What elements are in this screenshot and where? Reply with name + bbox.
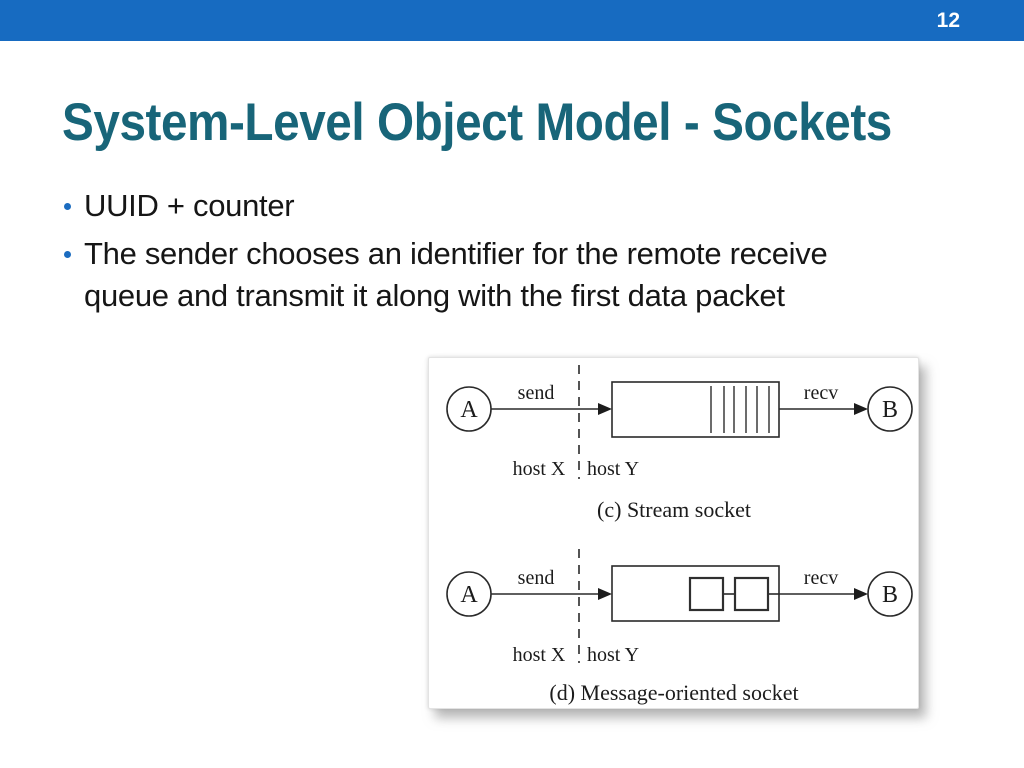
host-y-label: host Y xyxy=(587,458,639,480)
recv-label: recv xyxy=(804,382,838,404)
stream-socket-diagram: A send recv B h xyxy=(446,365,913,522)
node-b-label: B xyxy=(882,397,898,423)
host-x-label: host X xyxy=(513,644,566,666)
send-label: send xyxy=(518,567,555,589)
bullet-text-line: queue and transmit it along with the fir… xyxy=(84,278,785,313)
node-a-label: A xyxy=(460,397,478,423)
message-socket-diagram: A send recv B host X host Y xyxy=(446,549,913,705)
recv-arrowhead-icon xyxy=(854,588,868,600)
send-arrowhead-icon xyxy=(598,588,612,600)
bullet-list: UUID + counter The sender chooses an ide… xyxy=(62,185,962,317)
bullet-item: UUID + counter xyxy=(62,185,962,227)
bullet-dot-icon xyxy=(64,251,71,258)
bullet-text: The sender chooses an identifier for the… xyxy=(84,233,962,317)
node-a-label: A xyxy=(460,582,478,608)
header-bar: 12 xyxy=(0,0,1024,41)
stream-socket-caption: (c) Stream socket xyxy=(597,497,751,522)
stream-data-bars xyxy=(710,386,770,433)
message-packet-square xyxy=(733,576,770,612)
recv-arrowhead-icon xyxy=(854,403,868,415)
slide-title: System-Level Object Model - Sockets xyxy=(62,93,892,152)
socket-diagram-svg: A send recv B h xyxy=(446,365,913,705)
node-b-circle xyxy=(867,386,913,432)
node-b-circle xyxy=(867,571,913,617)
bullet-text-line: The sender chooses an identifier for the… xyxy=(84,236,828,271)
send-label: send xyxy=(518,382,555,404)
stream-queue-box xyxy=(611,381,780,438)
message-packets xyxy=(688,576,779,612)
bullet-dot-icon xyxy=(64,203,71,210)
node-b-label: B xyxy=(882,582,898,608)
page-number: 12 xyxy=(936,8,960,32)
message-packet-square xyxy=(688,576,725,612)
bullet-text: UUID + counter xyxy=(84,188,295,223)
message-socket-caption: (d) Message-oriented socket xyxy=(549,680,798,705)
send-arrowhead-icon xyxy=(598,403,612,415)
host-x-label: host X xyxy=(513,458,566,480)
host-y-label: host Y xyxy=(587,644,639,666)
recv-label: recv xyxy=(804,567,838,589)
socket-diagram-panel: A send recv B h xyxy=(428,357,919,709)
bullet-item: The sender chooses an identifier for the… xyxy=(62,233,962,317)
